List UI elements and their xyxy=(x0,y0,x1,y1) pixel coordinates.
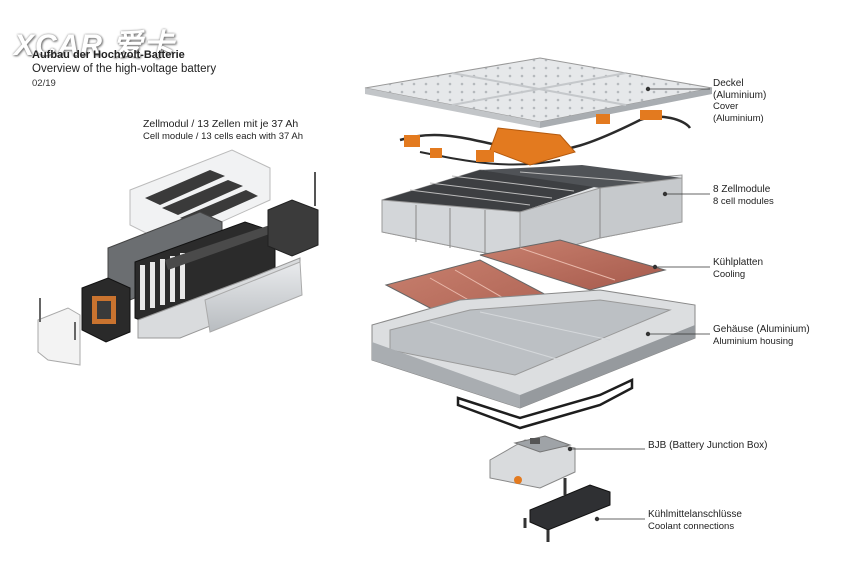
cell-module-illustration xyxy=(37,149,319,366)
page-number: 02/19 xyxy=(32,78,56,89)
housing-seal xyxy=(456,378,634,430)
title-en: Overview of the high-voltage battery xyxy=(32,63,217,75)
label-coolant-connections: Kühlmittelanschlüsse Coolant connections xyxy=(648,509,742,532)
label-cell-modules: 8 Zellmodule 8 cell modules xyxy=(713,184,774,207)
cell-stack xyxy=(134,221,276,331)
cell-modules-illustration xyxy=(381,165,683,261)
coolant-connections-illustration xyxy=(523,478,611,542)
label-cooling: Kühlplatten Cooling xyxy=(713,257,764,280)
title-de: Aufbau der Hochvolt-Batterie xyxy=(32,49,185,61)
bjb-illustration xyxy=(489,435,576,489)
cell-module-label: Zellmodul / 13 Zellen mit je 37 Ah Cell … xyxy=(143,118,304,142)
watermark-logo: XCAR 爱卡 xyxy=(14,29,175,62)
wiring-harness-illustration xyxy=(399,110,692,166)
label-housing: Gehäuse (Aluminium) Aluminium housing xyxy=(713,324,810,347)
housing-illustration xyxy=(371,289,696,409)
leader-lines xyxy=(567,86,710,522)
cover-illustration xyxy=(364,57,713,128)
header: Aufbau der Hochvolt-Batterie Overview of… xyxy=(32,48,216,90)
connector-box xyxy=(81,277,131,343)
label-bjb: BJB (Battery Junction Box) xyxy=(648,440,768,451)
label-cover: Deckel (Aluminium) Cover (Aluminium) xyxy=(713,78,767,124)
